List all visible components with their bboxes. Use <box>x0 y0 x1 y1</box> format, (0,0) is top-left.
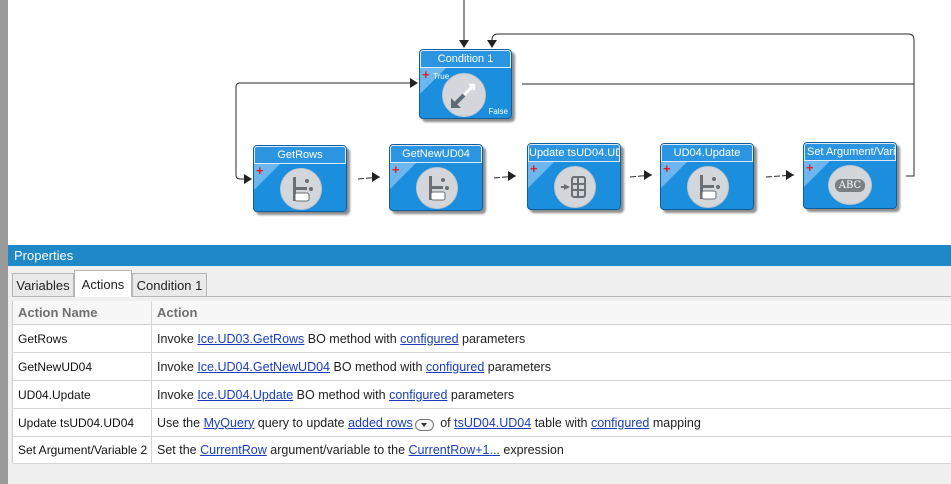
text: of <box>436 415 455 430</box>
bo-method-link[interactable]: Ice.UD04.Update <box>197 387 294 402</box>
node-title: Update tsUD04.UD <box>528 144 620 162</box>
properties-header: Properties <box>8 245 951 266</box>
add-icon[interactable]: + <box>256 163 264 178</box>
action-description: Set the CurrentRow argument/variable to … <box>157 437 564 463</box>
actions-table: Action Name Action GetRows Invoke Ice.UD… <box>12 301 951 464</box>
expression-link[interactable]: CurrentRow+1... <box>408 443 500 457</box>
true-label: True <box>433 72 450 81</box>
action-node-ud04-update[interactable]: UD04.Update + <box>660 143 754 210</box>
tab-divider <box>12 296 951 297</box>
tab-variables[interactable]: Variables <box>12 273 74 296</box>
action-name: UD04.Update <box>18 387 91 402</box>
action-description: Invoke Ice.UD04.Update BO method with co… <box>157 381 514 408</box>
column-divider <box>151 301 152 463</box>
action-node-getnewud04[interactable]: GetNewUD04 + <box>389 144 483 211</box>
action-name: Set Argument/Variable 2 <box>18 443 148 457</box>
table-row[interactable]: UD04.Update Invoke Ice.UD04.Update BO me… <box>13 381 951 409</box>
add-icon[interactable]: + <box>392 162 400 177</box>
text: table with <box>531 415 591 430</box>
text: BO method with <box>330 359 426 374</box>
query-link[interactable]: MyQuery <box>203 415 255 430</box>
bo-method-icon <box>416 167 458 209</box>
action-description: Use the MyQuery query to update added ro… <box>157 409 701 436</box>
column-header-action[interactable]: Action <box>157 305 198 320</box>
text: mapping <box>649 415 701 430</box>
text: BO method with <box>293 387 390 402</box>
text: parameters <box>447 387 515 402</box>
add-icon[interactable]: + <box>806 160 814 175</box>
node-title: UD04.Update <box>661 144 753 162</box>
workflow-canvas[interactable]: Condition 1 + True False GetRows + GetNe… <box>8 0 951 243</box>
text: parameters <box>458 331 526 346</box>
corner-accent <box>804 161 830 187</box>
corner-accent <box>528 162 554 188</box>
text: query to update <box>254 415 349 430</box>
false-label: False <box>488 107 508 116</box>
table-row[interactable]: Update tsUD04.UD04 Use the MyQuery query… <box>13 409 951 437</box>
action-name: Update tsUD04.UD04 <box>18 415 135 430</box>
action-description: Invoke Ice.UD03.GetRows BO method with c… <box>157 325 525 352</box>
configured-link[interactable]: configured <box>590 415 650 430</box>
text: Set the <box>157 443 201 457</box>
table-link[interactable]: tsUD04.UD04 <box>454 415 532 430</box>
text: Use the <box>157 415 204 430</box>
tab-condition-1[interactable]: Condition 1 <box>132 273 207 296</box>
argument-link[interactable]: CurrentRow <box>200 443 267 457</box>
corner-accent <box>661 162 687 188</box>
action-node-getrows[interactable]: GetRows + <box>253 145 347 212</box>
configured-link[interactable]: configured <box>400 331 459 346</box>
tab-actions[interactable]: Actions <box>74 270 132 297</box>
add-icon[interactable]: + <box>422 67 430 82</box>
action-name: GetNewUD04 <box>18 359 93 374</box>
text: BO method with <box>304 331 401 346</box>
corner-accent <box>390 163 416 189</box>
bo-method-link[interactable]: Ice.UD04.GetNewUD04 <box>197 359 331 374</box>
condition-title: Condition 1 <box>420 50 511 68</box>
table-row[interactable]: GetRows Invoke Ice.UD03.GetRows BO metho… <box>13 325 951 353</box>
action-node-update-tsud04[interactable]: Update tsUD04.UD + <box>527 143 621 210</box>
text: Invoke <box>157 331 198 346</box>
vertical-scrollbar[interactable] <box>0 0 8 484</box>
table-row[interactable]: Set Argument/Variable 2 Set the CurrentR… <box>13 437 951 464</box>
connector-lines <box>235 0 915 184</box>
table-row[interactable]: GetNewUD04 Invoke Ice.UD04.GetNewUD04 BO… <box>13 353 951 381</box>
condition-icon <box>442 73 486 117</box>
condition-node[interactable]: Condition 1 + True False <box>419 49 512 119</box>
chevron-down-icon[interactable] <box>414 418 434 431</box>
update-table-icon <box>554 166 596 208</box>
add-icon[interactable]: + <box>530 161 538 176</box>
text: argument/variable to the <box>266 443 409 457</box>
action-name: GetRows <box>18 331 68 346</box>
abc-icon: ABC <box>828 165 872 205</box>
action-node-set-argument[interactable]: Set Argument/Vari + ABC <box>803 142 897 209</box>
add-icon[interactable]: + <box>663 161 671 176</box>
text: parameters <box>484 359 551 374</box>
table-header: Action Name Action <box>13 301 951 325</box>
text: Invoke <box>157 359 198 374</box>
configured-link[interactable]: configured <box>389 387 448 402</box>
node-title: GetRows <box>254 146 346 164</box>
bo-method-icon <box>687 166 729 208</box>
node-title: Set Argument/Vari <box>804 143 896 161</box>
corner-accent <box>420 68 446 94</box>
text: expression <box>499 443 564 457</box>
configured-link[interactable]: configured <box>425 359 485 374</box>
action-description: Invoke Ice.UD04.GetNewUD04 BO method wit… <box>157 353 551 380</box>
bo-method-icon <box>280 168 322 210</box>
bo-method-link[interactable]: Ice.UD03.GetRows <box>197 331 305 346</box>
row-type-link[interactable]: added rows <box>348 415 413 430</box>
column-header-action-name[interactable]: Action Name <box>18 305 98 320</box>
abc-icon-text: ABC <box>834 178 866 192</box>
node-title: GetNewUD04 <box>390 145 482 163</box>
text: Invoke <box>157 387 198 402</box>
corner-accent <box>254 164 280 190</box>
